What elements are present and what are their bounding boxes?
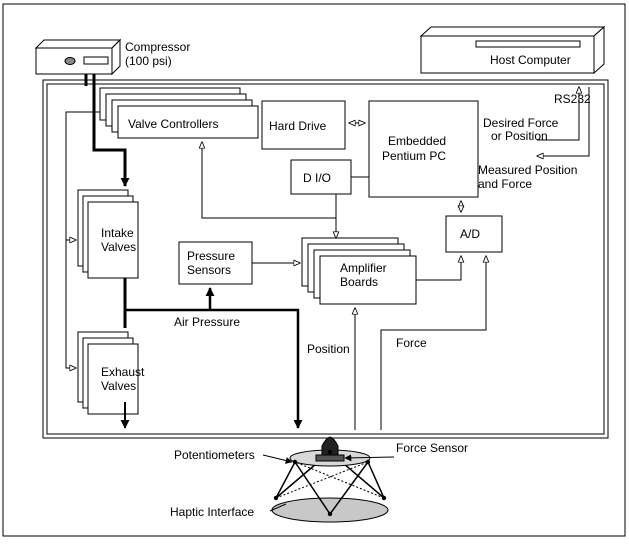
compressor-unit xyxy=(34,38,122,76)
position-label: Position xyxy=(307,342,350,356)
amplifier-boards-label-2: Boards xyxy=(340,275,378,289)
force-sensor-icon xyxy=(315,454,345,462)
pressure-sensors-box xyxy=(178,241,253,285)
intake-control-line xyxy=(65,111,100,240)
haptic-interface-pointer xyxy=(269,503,287,512)
main-enclosure xyxy=(42,79,609,439)
pressure-sensors-label-2: Sensors xyxy=(187,263,231,277)
force-sensor-pointer xyxy=(344,454,395,462)
haptic-interface xyxy=(271,436,389,523)
desired-force-label: Desired Force xyxy=(483,116,559,130)
hard-drive-label: Hard Drive xyxy=(269,119,327,133)
force-label: Force xyxy=(396,336,427,350)
ad-label: A/D xyxy=(460,227,480,241)
potentiometers-label: Potentiometers xyxy=(174,448,255,462)
exhaust-control-line xyxy=(65,240,76,368)
desired-position-label: or Position xyxy=(491,129,548,143)
ad-box xyxy=(445,215,503,253)
compressor-label: Compressor xyxy=(125,40,190,54)
pressure-sensors-label: Pressure xyxy=(187,249,235,263)
potentiometers-pointer xyxy=(262,454,293,464)
joystick-handle-icon xyxy=(321,436,339,459)
dio-label: D I/O xyxy=(303,171,331,185)
exhaust-valves-label-2: Valves xyxy=(101,379,136,393)
exhaust-valves-label: Exhaust xyxy=(101,365,145,379)
embedded-pc-label: Embedded xyxy=(388,134,446,148)
air-pressure-label: Air Pressure xyxy=(174,315,240,329)
compressor-gauge-icon xyxy=(64,57,76,65)
intake-valves-label: Intake xyxy=(101,226,134,240)
measured-position-label: Measured Position xyxy=(478,163,577,177)
valve-controllers-label: Valve Controllers xyxy=(128,117,218,131)
supply-air-line xyxy=(92,74,130,187)
amplifier-ad-line xyxy=(416,256,461,281)
drive-slot-icon xyxy=(475,40,581,48)
embedded-pc-box xyxy=(368,100,479,198)
rs232-label: RS232 xyxy=(554,92,591,106)
valve-controllers-block xyxy=(99,87,259,139)
base-plate xyxy=(271,497,389,523)
hard-drive-box xyxy=(261,100,346,150)
force-feedback-line xyxy=(380,256,486,430)
amplifier-boards-label: Amplifier xyxy=(340,261,387,275)
intake-valves-block xyxy=(77,189,139,279)
intake-valves-label-2: Valves xyxy=(101,240,136,254)
desired-force-line xyxy=(537,87,579,141)
host-computer xyxy=(419,25,606,75)
page-frame xyxy=(2,3,626,537)
embedded-pc-label-2: Pentium PC xyxy=(382,149,446,163)
exhaust-valves-block xyxy=(77,331,139,415)
amplifier-boards-block xyxy=(301,237,417,305)
force-sensor-label: Force Sensor xyxy=(396,441,468,455)
measured-force-label: and Force xyxy=(478,177,532,191)
host-computer-label: Host Computer xyxy=(490,53,571,67)
compressor-pressure-label: (100 psi) xyxy=(125,54,172,68)
haptic-interface-label: Haptic Interface xyxy=(170,505,254,519)
dio-box xyxy=(290,159,352,195)
measured-force-line xyxy=(537,87,590,156)
air-pressure-line xyxy=(125,308,303,429)
